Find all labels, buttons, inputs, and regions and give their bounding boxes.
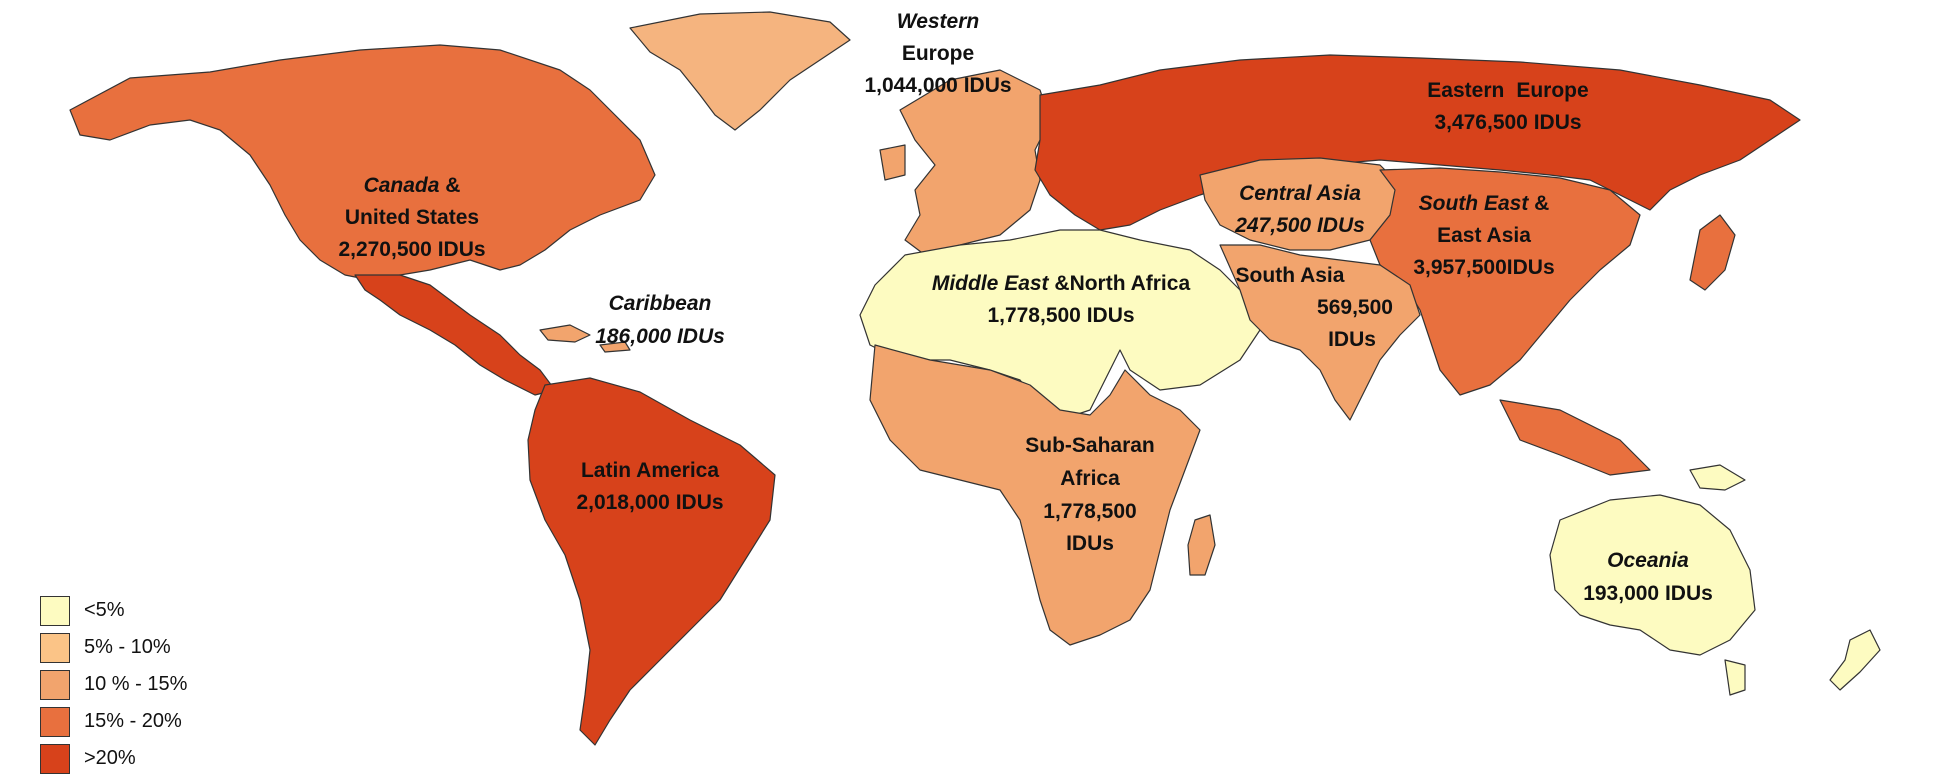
- region-madagascar: [1187, 514, 1216, 576]
- region-south-america: [527, 377, 776, 746]
- region-north-america: [69, 44, 656, 281]
- legend-item: >20%: [40, 740, 187, 777]
- label-middle-east-value: 1,778,500 IDUs: [987, 304, 1134, 327]
- legend-swatch: [40, 669, 70, 700]
- legend-swatch: [40, 743, 70, 774]
- label-sub-saharan-line2: Africa: [1060, 467, 1120, 490]
- region-south-asia: [1219, 244, 1421, 421]
- label-south-asia-value-line1: 569,500: [1317, 296, 1393, 319]
- legend-item: 15% - 20%: [40, 703, 187, 740]
- region-caribbean-islands: [539, 324, 631, 353]
- legend-label: 15% - 20%: [84, 710, 182, 732]
- label-east-asia-line1: South East &: [1419, 192, 1550, 215]
- label-central-asia-name: Central Asia: [1239, 182, 1361, 205]
- legend-item: 10 % - 15%: [40, 666, 187, 703]
- label-north-america-line2: United States: [345, 206, 479, 229]
- region-sub-saharan-africa: [869, 344, 1201, 646]
- region-japan: [1689, 214, 1736, 291]
- label-latin-america-value: 2,018,000 IDUs: [576, 491, 723, 514]
- label-eastern-europe-value: 3,476,500 IDUs: [1434, 111, 1581, 134]
- label-oceania-name: Oceania: [1607, 549, 1689, 572]
- region-western-europe: [879, 69, 1051, 256]
- label-sub-saharan-value-line1: 1,778,500: [1043, 500, 1136, 523]
- legend-swatch: [40, 706, 70, 737]
- label-north-america-value: 2,270,500 IDUs: [338, 238, 485, 261]
- legend-label: <5%: [84, 599, 125, 621]
- label-western-europe-value: 1,044,000 IDUs: [864, 74, 1011, 97]
- label-east-asia-line2: East Asia: [1437, 224, 1531, 247]
- legend-item: 5% - 10%: [40, 629, 187, 666]
- map-legend: <5% 5% - 10% 10 % - 15% 15% - 20% >20%: [40, 592, 187, 777]
- label-east-asia-value: 3,957,500IDUs: [1413, 256, 1554, 279]
- region-oceania: [1549, 464, 1756, 696]
- label-oceania-value: 193,000 IDUs: [1583, 582, 1713, 605]
- region-central-america: [354, 274, 556, 396]
- label-sub-saharan-line1: Sub-Saharan: [1025, 434, 1155, 457]
- label-central-asia-value: 247,500 IDUs: [1234, 214, 1365, 237]
- label-south-asia-value-line2: IDUs: [1328, 328, 1376, 351]
- label-north-america-line1: Canada &: [364, 174, 461, 197]
- label-latin-america-name: Latin America: [581, 459, 719, 482]
- label-middle-east-name: Middle East &North Africa: [932, 272, 1191, 295]
- legend-swatch: [40, 632, 70, 663]
- greenland-shape: [629, 11, 851, 131]
- label-sub-saharan-value-line2: IDUs: [1066, 532, 1114, 555]
- region-new-zealand: [1829, 629, 1881, 691]
- legend-swatch: [40, 595, 70, 626]
- region-east-asia: [1369, 167, 1651, 476]
- label-caribbean-value: 186,000 IDUs: [595, 325, 725, 348]
- label-western-europe-line1: Western: [897, 10, 979, 33]
- label-south-asia-name: South Asia: [1236, 264, 1345, 287]
- label-caribbean-name: Caribbean: [609, 292, 712, 315]
- legend-label: 5% - 10%: [84, 636, 171, 658]
- legend-item: <5%: [40, 592, 187, 629]
- legend-label: 10 % - 15%: [84, 673, 188, 695]
- label-western-europe-line2: Europe: [902, 42, 974, 65]
- legend-label: >20%: [84, 747, 136, 769]
